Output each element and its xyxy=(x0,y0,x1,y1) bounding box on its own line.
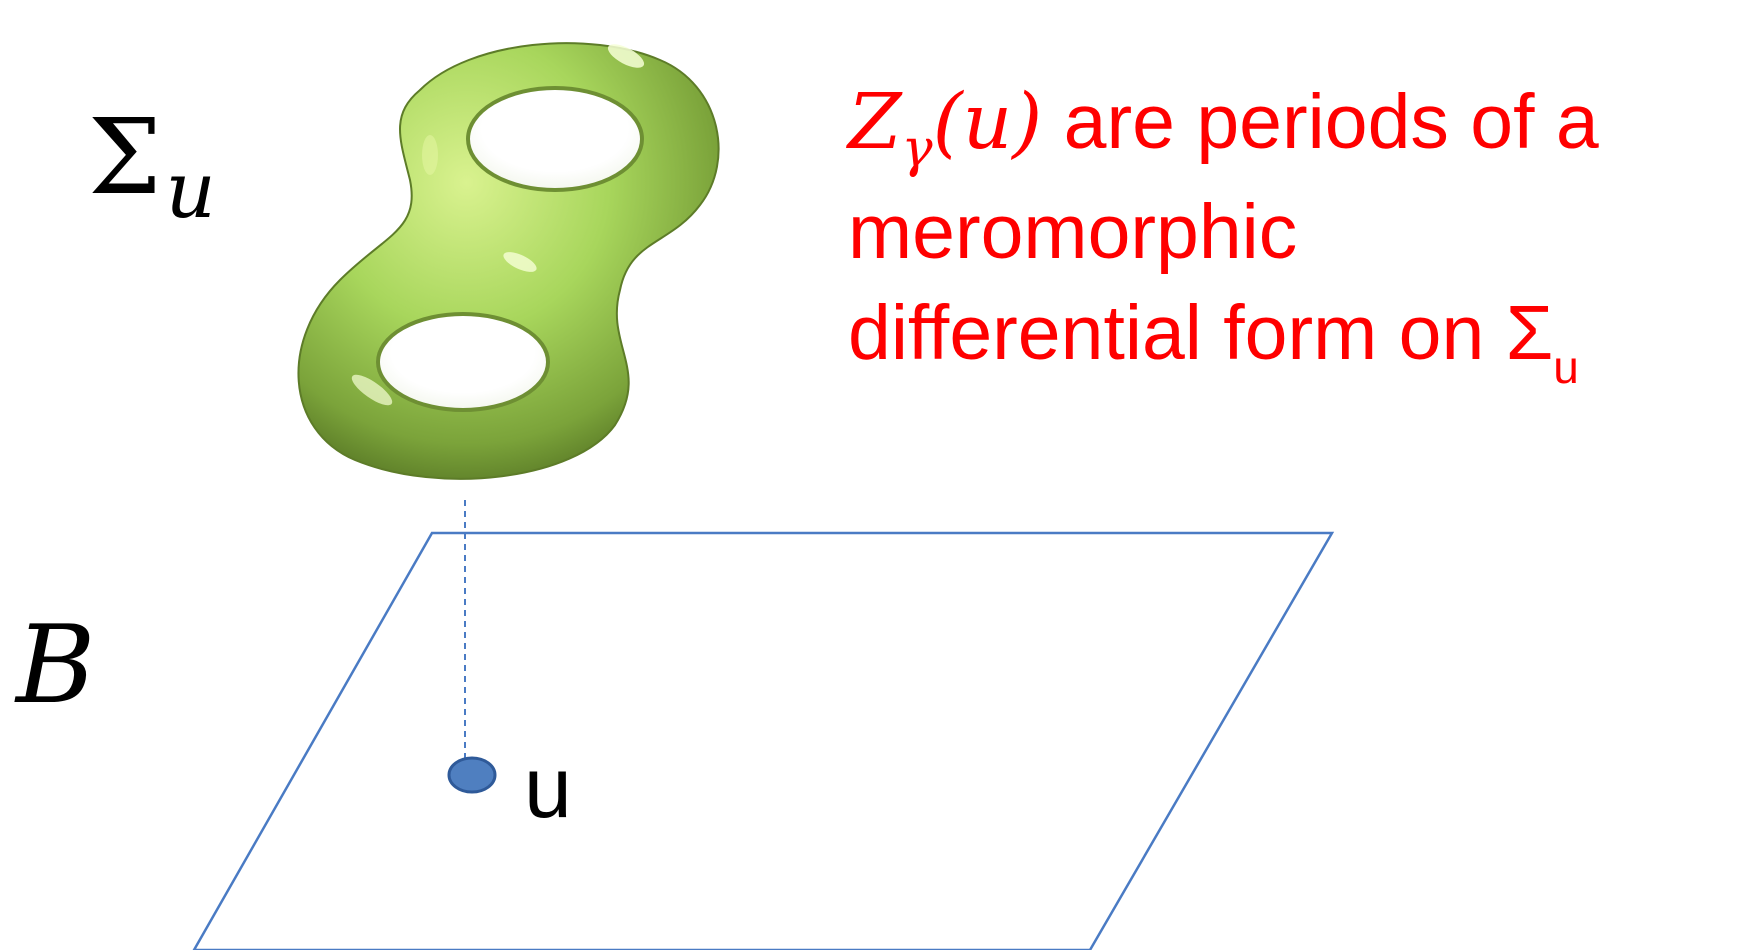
surface-upper-hole xyxy=(466,86,644,192)
base-plane xyxy=(192,531,1335,950)
annotation-line-1: Zγ(u) are periods of a xyxy=(848,78,1599,179)
point-label: u xyxy=(524,740,572,836)
fiber-symbol: Σ xyxy=(88,96,162,218)
surface-lower-hole xyxy=(376,312,550,412)
fiber-label: Σu xyxy=(88,105,216,230)
annotation-line-2: meromorphic xyxy=(848,189,1298,275)
base-label: B xyxy=(16,603,96,728)
genus-two-surface xyxy=(297,42,720,480)
fiber-subscript: u xyxy=(165,146,216,236)
central-charge-symbol: Zγ(u) xyxy=(848,78,1043,179)
base-point xyxy=(447,756,497,794)
annotation-text: Zγ(u) are periods of a meromorphic diffe… xyxy=(848,72,1728,394)
annotation-line-3: differential form on Σu xyxy=(848,290,1579,393)
